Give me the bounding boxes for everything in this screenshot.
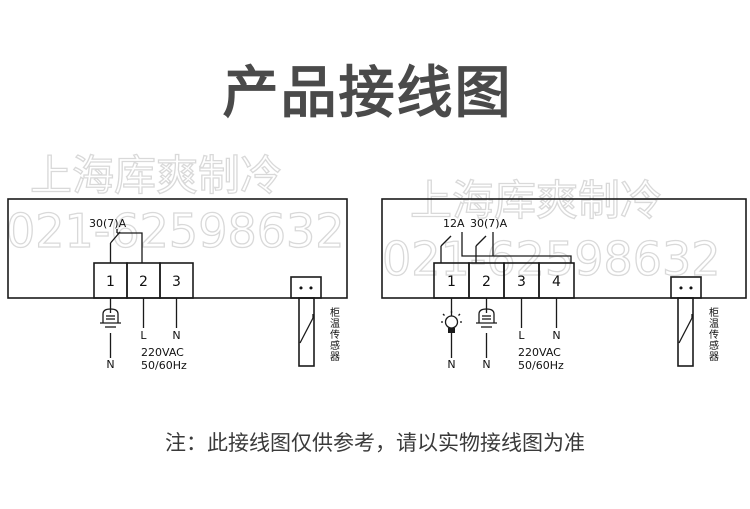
right-sensor-char-2: 温: [709, 318, 719, 330]
left-sensor-char-2: 温: [330, 318, 340, 330]
right-terminal-3-label: 3: [517, 274, 526, 290]
left-terminal-3-label: 3: [172, 274, 181, 290]
right-relay-contacts: [440, 232, 572, 263]
left-sensor-char-3: 传: [330, 329, 340, 341]
left-compressor-icon: [100, 308, 121, 328]
left-sensor-char-1: 柜: [330, 306, 340, 319]
right-wire-1-label: N: [447, 358, 455, 371]
left-sensor-dots: • •: [298, 282, 314, 295]
left-terminal-1-label: 1: [106, 274, 115, 290]
right-lamp-rating: 12A: [443, 217, 465, 230]
left-sensor-char-4: 感: [330, 339, 340, 352]
left-wire-2-label: L: [140, 329, 147, 342]
watermark-right-name: 上海库爽制冷: [410, 176, 662, 225]
left-relay-rating: 30(7)A: [89, 217, 127, 230]
left-sensor: • •: [290, 276, 322, 367]
left-wire-3-label: N: [172, 329, 180, 342]
left-relay-contact: [109, 229, 143, 263]
watermark-right-phone: 021-62598632: [382, 232, 721, 286]
right-lamp-icon: [441, 311, 462, 333]
right-supply-freq: 50/60Hz: [518, 359, 564, 372]
right-sensor: • •: [670, 276, 702, 367]
left-wire-1-label: N: [106, 358, 114, 371]
right-sensor-char-4: 感: [709, 339, 719, 352]
right-wire-4-label: N: [552, 329, 560, 342]
left-terminal-2-label: 2: [139, 274, 148, 290]
left-supply-freq: 50/60Hz: [141, 359, 187, 372]
right-sensor-label: 柜 温 传 感 器: [709, 306, 722, 363]
left-sensor-label: 柜 温 传 感 器: [330, 306, 343, 363]
right-sensor-char-5: 器: [709, 351, 719, 363]
right-sensor-dots: • •: [678, 282, 694, 295]
right-compressor-icon: [476, 308, 497, 328]
right-terminal-4-label: 4: [552, 274, 561, 290]
right-wire-3-label: L: [518, 329, 525, 342]
left-wiring-diagram: 1 2 3 30(7)A N L N 220VAC 50/60Hz: [7, 198, 348, 372]
right-wire-2-label: N: [482, 358, 490, 371]
watermark-left-name: 上海库爽制冷: [30, 151, 282, 200]
right-sensor-char-1: 柜: [709, 306, 719, 319]
footnote: 注：此接线图仅供参考，请以实物接线图为准: [165, 431, 585, 455]
right-wiring-diagram: 1 2 3 4 12A 30(7)A: [381, 198, 747, 372]
left-sensor-char-5: 器: [330, 351, 340, 363]
right-terminal-1-label: 1: [447, 274, 456, 290]
right-supply-voltage: 220VAC: [518, 346, 561, 359]
right-terminal-2-label: 2: [482, 274, 491, 290]
page-title: 产品接线图: [222, 61, 513, 126]
left-supply-voltage: 220VAC: [141, 346, 184, 359]
right-sensor-char-3: 传: [709, 329, 719, 341]
right-relay-rating: 30(7)A: [470, 217, 508, 230]
watermark-left-phone: 021-62598632: [6, 204, 345, 258]
